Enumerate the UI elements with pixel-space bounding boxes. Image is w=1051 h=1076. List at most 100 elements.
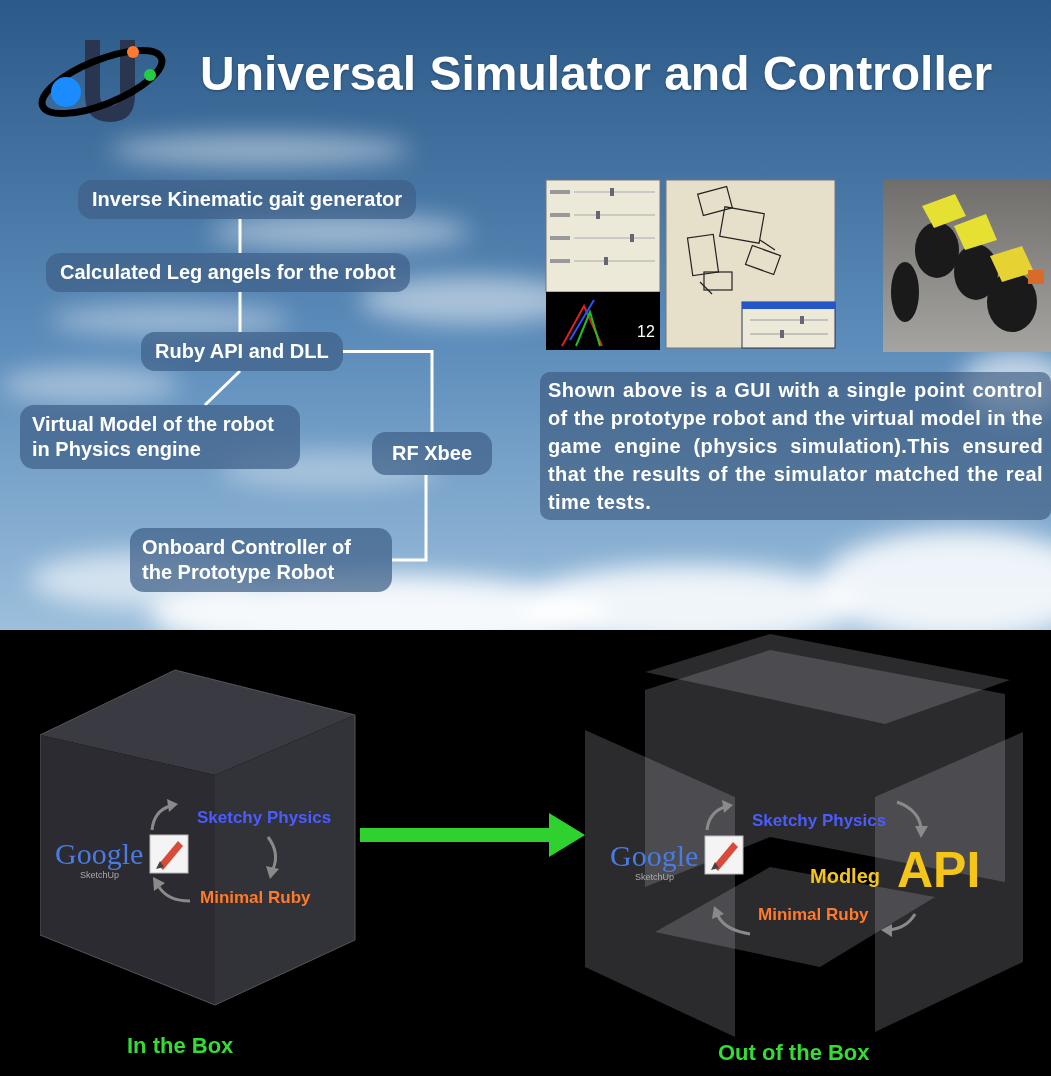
art-shape (150, 835, 188, 873)
art-shape (711, 862, 719, 870)
art-shape (167, 799, 178, 812)
art-shape (574, 238, 655, 239)
connector (205, 371, 240, 405)
sketch-screenshot (666, 180, 835, 348)
art-shape (574, 192, 655, 193)
art-shape (915, 826, 928, 838)
art-shape (705, 836, 743, 874)
art-shape (712, 800, 928, 937)
art-shape (34, 38, 169, 127)
box-text: Inverse Kinematic gait generator (92, 187, 402, 212)
art-shape (40, 735, 215, 1005)
art-shape (780, 330, 784, 338)
art-shape (40, 670, 355, 1005)
art-shape (152, 806, 170, 830)
art-shape (585, 730, 735, 1037)
art-shape (760, 240, 775, 250)
art-shape (800, 316, 804, 324)
art-shape (722, 800, 733, 813)
art-shape (585, 634, 1023, 1037)
art-shape (750, 320, 828, 321)
art-shape (820, 530, 1051, 640)
art-shape (742, 302, 835, 309)
art-shape (630, 234, 634, 242)
art-shape (110, 134, 410, 166)
art-shape (891, 262, 919, 322)
art-shape (720, 207, 765, 243)
box-text: Shown above is a GUI with a single point… (548, 376, 1043, 516)
box-text: RF Xbee (392, 441, 472, 466)
art-shape (922, 194, 966, 228)
art-shape (570, 300, 594, 340)
art-shape (687, 234, 718, 275)
connector (239, 219, 242, 253)
art-shape (159, 887, 190, 901)
art-shape (576, 312, 600, 346)
closed-cube: GoogleSketchUpSketchy PhysicsMinimal Rub… (40, 665, 360, 1065)
art-shape (700, 282, 712, 294)
art-shape (562, 306, 602, 346)
art-shape (51, 77, 81, 107)
art-shape (875, 732, 1023, 1032)
art-shape (144, 69, 156, 81)
art-shape (645, 634, 1010, 724)
art-shape (707, 802, 921, 934)
art-shape (750, 334, 828, 335)
clouds (0, 134, 1051, 655)
callout-number: 12 (637, 323, 655, 341)
connector (239, 292, 242, 332)
art-shape (712, 906, 724, 919)
cube-text: Minimal Ruby (200, 888, 311, 908)
process-box: RF Xbee (372, 432, 492, 475)
dark-panel (0, 630, 1051, 1076)
art-shape (550, 213, 570, 217)
process-box: Onboard Controller of the Prototype Robo… (130, 528, 392, 592)
art-shape (574, 261, 655, 262)
art-shape (550, 190, 570, 194)
box-text: Ruby API and DLL (155, 339, 329, 364)
art-shape (687, 186, 780, 294)
art-shape (742, 302, 835, 348)
gui-screenshot (546, 180, 660, 350)
art-shape (153, 877, 165, 891)
cube-text: Out of the Box (718, 1040, 870, 1066)
cube-text: Sketchy Physics (752, 811, 886, 831)
art-shape (546, 292, 660, 350)
art-shape (1028, 270, 1044, 284)
cube-text: SketchUp (80, 870, 119, 880)
process-box: Ruby API and DLL (141, 332, 343, 371)
art-shape (546, 180, 660, 292)
art-shape (954, 214, 997, 250)
art-shape (550, 259, 570, 263)
art-shape (915, 222, 959, 278)
logo (34, 38, 169, 127)
cube-text: Modleg (810, 864, 880, 888)
robot-photo (883, 180, 1051, 352)
note-box: Shown above is a GUI with a single point… (540, 372, 1051, 520)
art-shape (881, 924, 892, 937)
cube-text: In the Box (127, 1033, 233, 1059)
process-box: Virtual Model of the robot in Physics en… (20, 405, 300, 469)
cube-text: Google (610, 839, 698, 873)
art-shape (574, 215, 655, 216)
art-shape (610, 188, 614, 196)
art-shape (990, 246, 1034, 282)
box-text: Calculated Leg angels for the robot (60, 260, 396, 285)
art-shape (883, 180, 1051, 352)
process-box: Calculated Leg angels for the robot (46, 253, 410, 292)
open-cube: GoogleSketchUpSketchy PhysicsModlegAPIMi… (585, 632, 1025, 1072)
art-shape (889, 914, 915, 930)
art-shape (268, 837, 276, 869)
box-text: Virtual Model of the robot in Physics en… (32, 412, 288, 462)
art-shape (698, 186, 733, 215)
cube-text: Minimal Ruby (758, 905, 869, 925)
art-shape (156, 861, 164, 869)
box-text: Onboard Controller of the Prototype Robo… (142, 535, 380, 585)
art-shape (0, 367, 180, 403)
cube-text: SketchUp (635, 872, 674, 882)
art-shape (550, 236, 570, 240)
connector (360, 828, 550, 842)
sky-panel (0, 0, 1051, 630)
art-shape (707, 807, 725, 830)
